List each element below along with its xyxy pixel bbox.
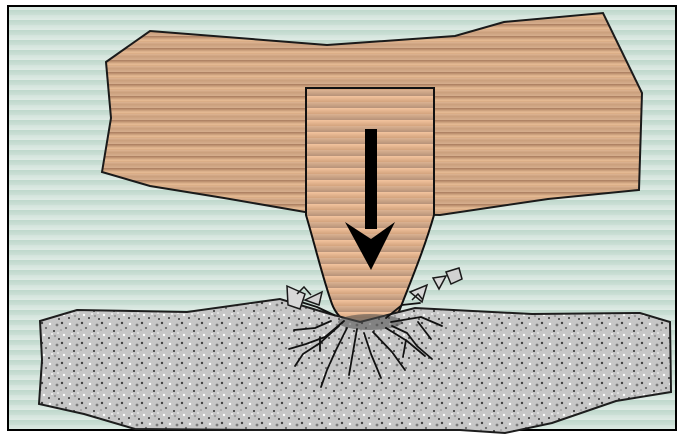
indentation-diagram [0, 0, 683, 438]
diagram-frame [0, 0, 683, 438]
